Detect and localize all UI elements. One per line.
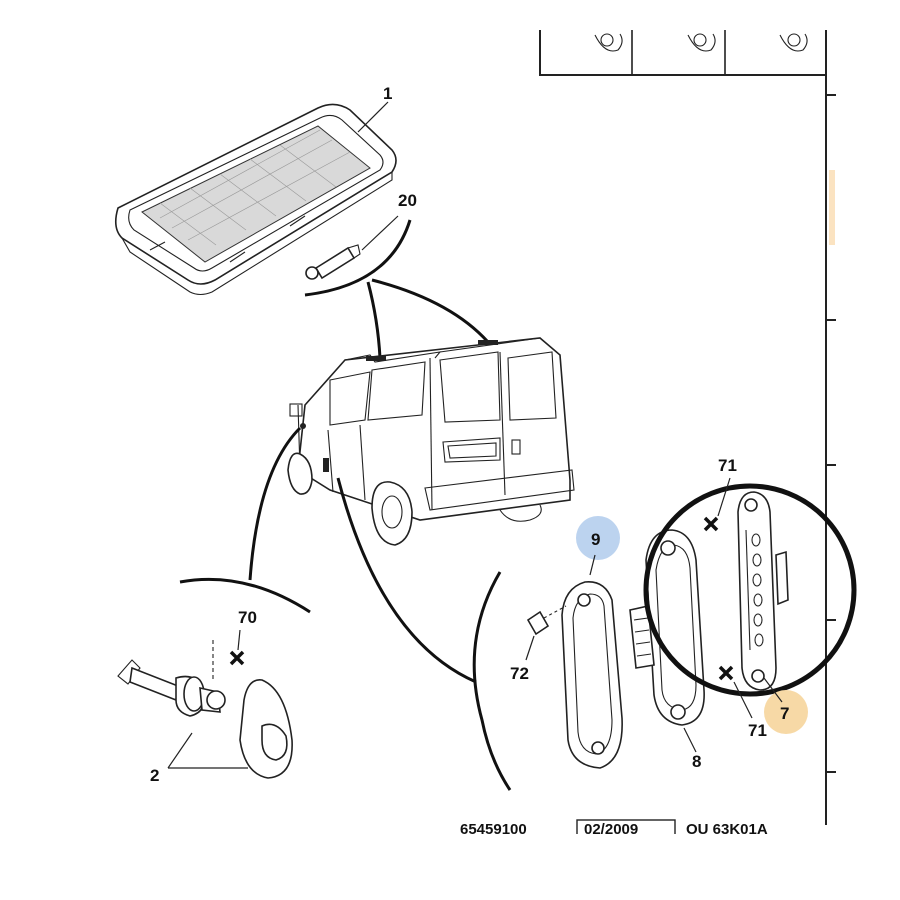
footer-code: OU 63K01A	[686, 821, 768, 838]
callout-72: 72	[510, 664, 529, 683]
connector-roof-right	[371, 278, 490, 344]
badge-7	[764, 690, 808, 734]
lamp-body-part-8	[629, 529, 705, 753]
callout-70: 70	[238, 608, 257, 627]
van-illustration	[287, 337, 575, 546]
arc-right-group	[472, 571, 512, 791]
callout-9: 9	[591, 530, 600, 549]
top-thumbnail-table	[539, 30, 826, 76]
connector-roof-left	[366, 281, 382, 359]
arc-left-group	[179, 577, 311, 614]
footer: 65459100 02/2009 OU 63K01A	[460, 819, 768, 841]
bulb-part-20	[304, 215, 412, 297]
roof-lamp-part-1	[114, 101, 397, 296]
connector-front	[248, 426, 302, 581]
callout-1: 1	[383, 84, 392, 103]
screw-part-71-bottom	[718, 665, 753, 719]
footer-ref: 65459100	[460, 821, 527, 838]
screw-part-70	[229, 629, 245, 666]
footer-date: 02/2009	[584, 821, 638, 838]
callout-7: 7	[780, 704, 789, 723]
gasket-part-9	[561, 516, 623, 769]
right-border	[825, 30, 836, 825]
courtesy-lamp-part-2	[117, 640, 293, 779]
callout-71-top: 71	[718, 456, 737, 475]
connector-rear	[336, 477, 477, 684]
callout-2: 2	[150, 766, 159, 785]
callout-8: 8	[692, 752, 701, 771]
lens-part-7	[737, 491, 789, 691]
callout-71-bottom: 71	[748, 721, 767, 740]
highlight-circle	[643, 483, 857, 697]
callout-20: 20	[398, 191, 417, 210]
clip-part-72	[525, 605, 567, 661]
screw-part-71-top	[703, 477, 731, 532]
